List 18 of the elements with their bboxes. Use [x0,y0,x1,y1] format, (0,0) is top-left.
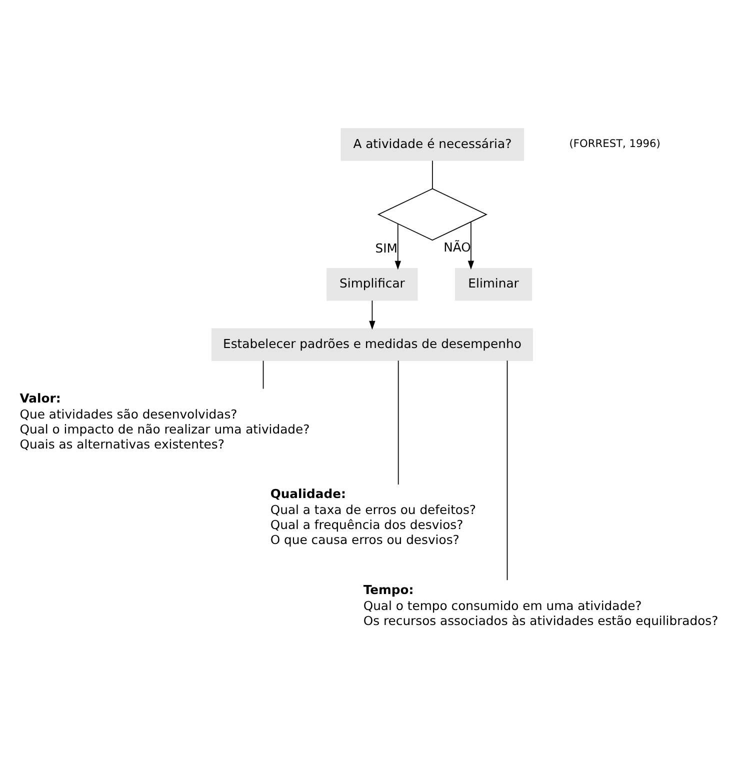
connector [262,360,264,389]
node-box: Eliminar [455,268,532,300]
node-text: Qualidade: Qual a taxa de erros ou defeitos? Qual a frequência dos desvios? O que causa erros ou desvios? [270,486,476,547]
connector [398,360,399,484]
label: (FORREST, 1996) [569,136,660,150]
node-box: Simplificar [326,268,418,300]
connector [432,160,433,189]
node-text: Tempo: Qual o tempo consumido em uma atividade? Os recursos associados às atividades estão equilibrados? [363,582,718,628]
node-diamond [377,188,488,240]
arrow [394,222,401,270]
arrow [468,220,474,270]
node-box: Estabelecer padrões e medidas de desempenho [211,328,533,361]
node-text: Valor: Que atividades são desenvolvidas? Qual o impacto de não realizar uma atividade? Quais as alternativas existentes? [20,390,310,451]
edge-label: NÃO [444,238,471,254]
edge-label: SIM [375,240,398,256]
node-box: A atividade é necessária? [340,128,524,160]
connector [506,360,508,580]
arrow [369,300,376,330]
